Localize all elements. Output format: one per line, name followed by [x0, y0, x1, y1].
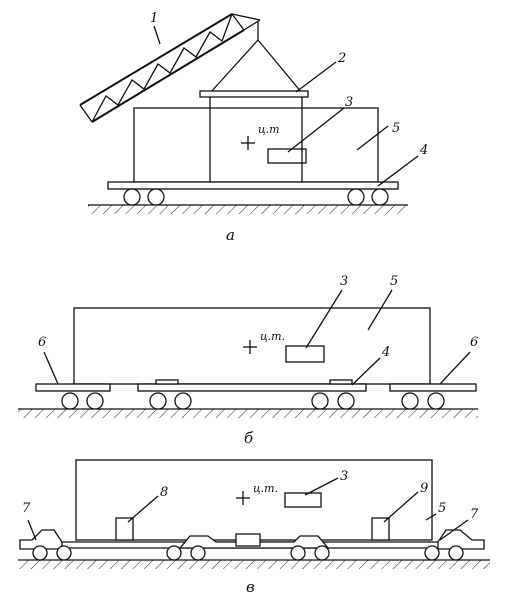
cg-label-v: ц.т.	[253, 482, 278, 495]
callout-label: 1	[150, 11, 158, 26]
diagram-a: ц.т 1 2 3 5 4 а	[79, 11, 428, 244]
nameplate-a	[267, 148, 307, 164]
callout-label: 7	[470, 507, 479, 522]
support-block-right	[371, 517, 390, 541]
idle-platform-left	[35, 383, 111, 410]
cg-marker-v	[236, 491, 250, 505]
callout-label: 8	[160, 485, 168, 500]
nameplate-v	[284, 492, 322, 508]
ground-v	[18, 559, 490, 569]
cg-marker-b	[243, 340, 257, 354]
callout-label: 5	[392, 121, 400, 136]
caption-v: в	[246, 578, 255, 596]
ground-b	[18, 408, 478, 418]
support-block-left	[115, 517, 134, 541]
caption-b: б	[244, 429, 254, 447]
cg-label-b: ц.т.	[260, 330, 285, 343]
callout-label: 6	[470, 335, 478, 350]
callouts-b: 3 5 6 4 6	[38, 274, 478, 386]
transporter-wheels	[32, 545, 464, 561]
idle-platform-right	[389, 383, 477, 410]
lifting-traverse	[199, 90, 309, 98]
callout-label: 5	[390, 274, 398, 289]
callout-label: 6	[38, 335, 46, 350]
callout-label: 3	[345, 95, 353, 110]
cg-label-a: ц.т	[258, 123, 280, 136]
load-body-b	[73, 307, 431, 385]
callouts-v: 3 8 9 5 7 7	[22, 469, 479, 541]
callout-label: 3	[340, 469, 348, 484]
platform-car-b	[137, 379, 367, 410]
callout-label: 9	[420, 481, 428, 496]
callout-label: 4	[419, 143, 428, 158]
callout-label: 7	[22, 501, 31, 516]
diagram-v: ц.т.	[18, 459, 490, 596]
platform-car-a	[107, 181, 399, 206]
crane-boom	[79, 13, 261, 123]
transporter-frame	[19, 529, 485, 550]
ground-a	[88, 204, 408, 214]
callout-label: 3	[340, 274, 348, 289]
caption-a: а	[226, 226, 235, 244]
callout-label: 5	[438, 501, 446, 516]
crane-hook-slings	[209, 22, 303, 94]
cg-marker-a	[241, 136, 255, 150]
callout-label: 4	[381, 345, 390, 360]
callouts-a: 1 2 3 5 4	[150, 11, 428, 187]
diagram-b: ц.т. 3 5	[18, 274, 478, 447]
nameplate-b	[285, 345, 325, 363]
callout-label: 2	[337, 51, 346, 66]
